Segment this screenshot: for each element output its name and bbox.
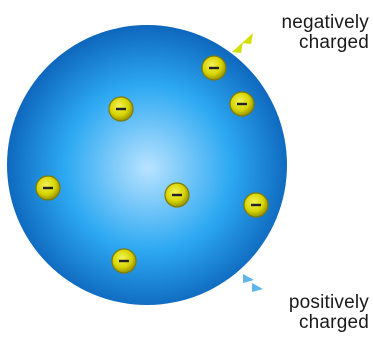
positive-charge-sphere-icon xyxy=(7,25,287,305)
electron-icon xyxy=(109,97,133,121)
positive-label-line1: positively xyxy=(289,293,369,313)
electron-icon xyxy=(244,193,268,217)
electron-icon xyxy=(165,183,189,207)
electron-icon xyxy=(36,176,60,200)
electron-icon xyxy=(230,92,254,116)
positive-callout-arrow-icon xyxy=(243,274,263,292)
electron-icon xyxy=(202,56,226,80)
negative-label-line1: negatively xyxy=(281,13,369,33)
electron-icon xyxy=(112,249,136,273)
negatively-charged-label: negatively charged xyxy=(281,13,369,53)
positive-label-line2: charged xyxy=(289,313,369,333)
negative-label-line2: charged xyxy=(281,33,369,53)
positively-charged-label: positively charged xyxy=(289,293,369,333)
negative-callout-arrow-icon xyxy=(232,33,253,53)
